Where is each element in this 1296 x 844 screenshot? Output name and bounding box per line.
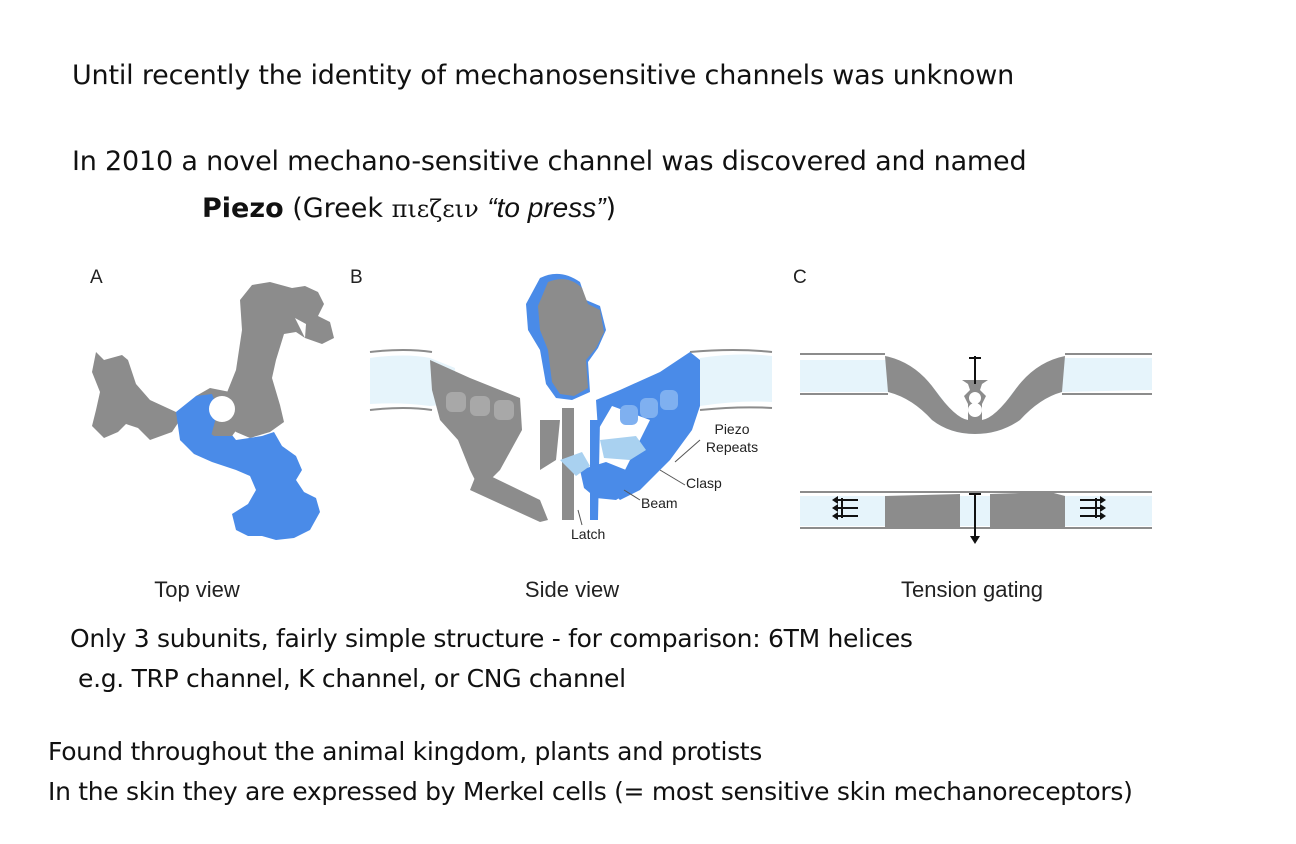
panel-c-letter: C — [793, 267, 807, 288]
piezo-name-line: Piezo (Greek πιεζειν “to press”) — [202, 192, 616, 224]
greek-open: (Greek — [283, 193, 392, 224]
tension-gating-caption: Tension gating — [901, 577, 1043, 602]
top-view-diagram — [92, 282, 334, 540]
greek-meaning: “to press” — [487, 192, 606, 223]
tension-gating-diagram — [800, 353, 1152, 544]
latch-label: Latch — [571, 526, 605, 542]
piezo-term: Piezo — [202, 193, 284, 224]
merkel-line: In the skin they are expressed by Merkel… — [48, 777, 1133, 806]
clasp-label: Clasp — [686, 475, 722, 491]
distribution-line: Found throughout the animal kingdom, pla… — [48, 737, 763, 766]
piezo-repeats-label-1: Piezo — [714, 421, 749, 437]
top-view-caption: Top view — [154, 577, 240, 602]
greek-close: ) — [605, 193, 617, 224]
subunits-line: Only 3 subunits, fairly simple structure… — [70, 624, 913, 653]
panel-a-letter: A — [90, 267, 103, 288]
panel-b-letter: B — [350, 267, 363, 288]
side-view-caption: Side view — [525, 577, 619, 602]
piezo-structure-figure: A B C Top view — [90, 267, 1152, 602]
piezo-repeats-label-2: Repeats — [706, 439, 758, 455]
greek-word: πιεζειν — [391, 195, 479, 223]
beam-label: Beam — [641, 495, 678, 511]
examples-line: e.g. TRP channel, K channel, or CNG chan… — [78, 664, 626, 693]
side-view-diagram — [369, 273, 773, 526]
intro-line: Until recently the identity of mechanose… — [72, 60, 1014, 91]
discovery-line: In 2010 a novel mechano-sensitive channe… — [72, 146, 1027, 177]
